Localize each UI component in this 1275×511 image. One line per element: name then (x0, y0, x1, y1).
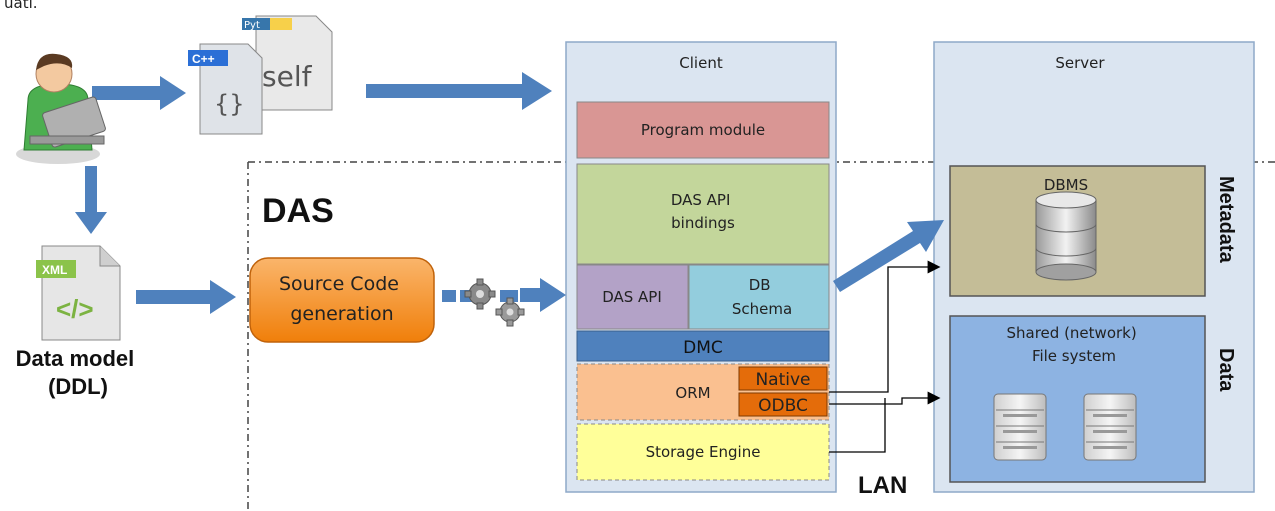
das-api-bindings-label: DAS API bindings (671, 191, 735, 232)
shared-fs-box (949, 315, 1206, 483)
source-code-generation-box (249, 257, 435, 343)
das-api-bindings-box (576, 163, 830, 265)
das-api-box (576, 264, 689, 330)
data-model-label: Data model (DDL) (16, 346, 141, 399)
storage-engine-box (576, 423, 830, 481)
program-module-box (576, 101, 830, 159)
svg-text:Pyt: Pyt (244, 20, 260, 31)
user-laptop-icon (16, 53, 106, 164)
das-label: DAS (262, 192, 334, 230)
arrow-code-to-client (366, 72, 552, 110)
db-schema-box (688, 264, 830, 330)
metadata-label: Metadata (1215, 176, 1237, 264)
arrow-user-to-ddl (75, 166, 107, 234)
svg-text:XML: XML (42, 263, 67, 277)
dmc-label: DMC (683, 338, 723, 358)
arrow-gears-to-client (520, 278, 566, 312)
native-label: Native (755, 370, 810, 390)
shared-fs-label: Shared (network) File system (1007, 324, 1142, 365)
svg-text:{}: {} (214, 90, 245, 118)
native-box (738, 366, 828, 391)
server-title: Server (1055, 54, 1105, 72)
xml-file-icon: XML </> (36, 245, 121, 341)
arrow-user-to-code (92, 76, 186, 110)
dbms-label: DBMS (1044, 176, 1088, 194)
arrow-ddl-to-sourcegen (136, 280, 236, 314)
arrow-schema-to-dbms (833, 220, 944, 292)
das-api-label: DAS API (602, 288, 662, 306)
odbc-label: ODBC (758, 396, 808, 416)
server-rack-icon (993, 393, 1047, 461)
server-rack-icon (1083, 393, 1137, 461)
connector-lines (829, 260, 941, 453)
top-fragment-text: uati. (4, 0, 38, 12)
svg-text:self: self (262, 60, 313, 93)
source-code-generation-label: Source Code generation (279, 273, 405, 325)
orm-label: ORM (675, 384, 710, 402)
program-module-label: Program module (641, 121, 765, 139)
database-cylinder-icon (1035, 191, 1097, 281)
gears-icon (464, 278, 525, 327)
db-schema-label: DB Schema (732, 276, 792, 318)
client-title: Client (679, 54, 723, 72)
svg-text:C++: C++ (192, 52, 215, 66)
flow-arrows (75, 72, 944, 314)
code-files-icon: Pyt self C++ {} (188, 15, 333, 135)
odbc-box (738, 392, 828, 417)
lan-label: LAN (858, 472, 907, 499)
storage-engine-label: Storage Engine (646, 443, 761, 461)
svg-text:</>: </> (56, 294, 94, 324)
data-label: Data (1215, 348, 1237, 392)
dmc-box (576, 330, 830, 362)
